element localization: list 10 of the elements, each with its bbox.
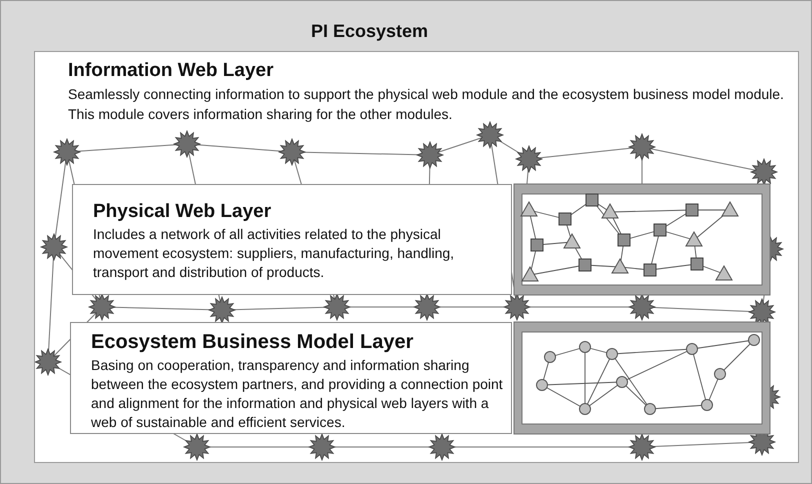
layer-box [72,184,512,295]
layer-box [70,322,512,434]
ecosystem-title: PI Ecosystem [311,21,428,42]
layer-heading: Ecosystem Business Model Layer [91,331,414,354]
layer-heading: Physical Web Layer [93,201,272,223]
layer-description: Seamlessly connecting information to support the physical web module and the ecosystem business model module. This module covers information sharing for the other modules. [68,85,785,124]
layer-heading: Information Web Layer [68,60,274,82]
layer-description: Basing on cooperation, transparency and information sharing between the ecosystem partners, and providing a connection point and alignment for the information and physical web layers with a web of sustainable and efficient services. [91,356,504,432]
layer-description: Includes a network of all activities related to the physical movement ecosystem: suppliers, manufacturing, handling, transport and distribution of products. [93,225,456,282]
layer-box [34,51,799,463]
